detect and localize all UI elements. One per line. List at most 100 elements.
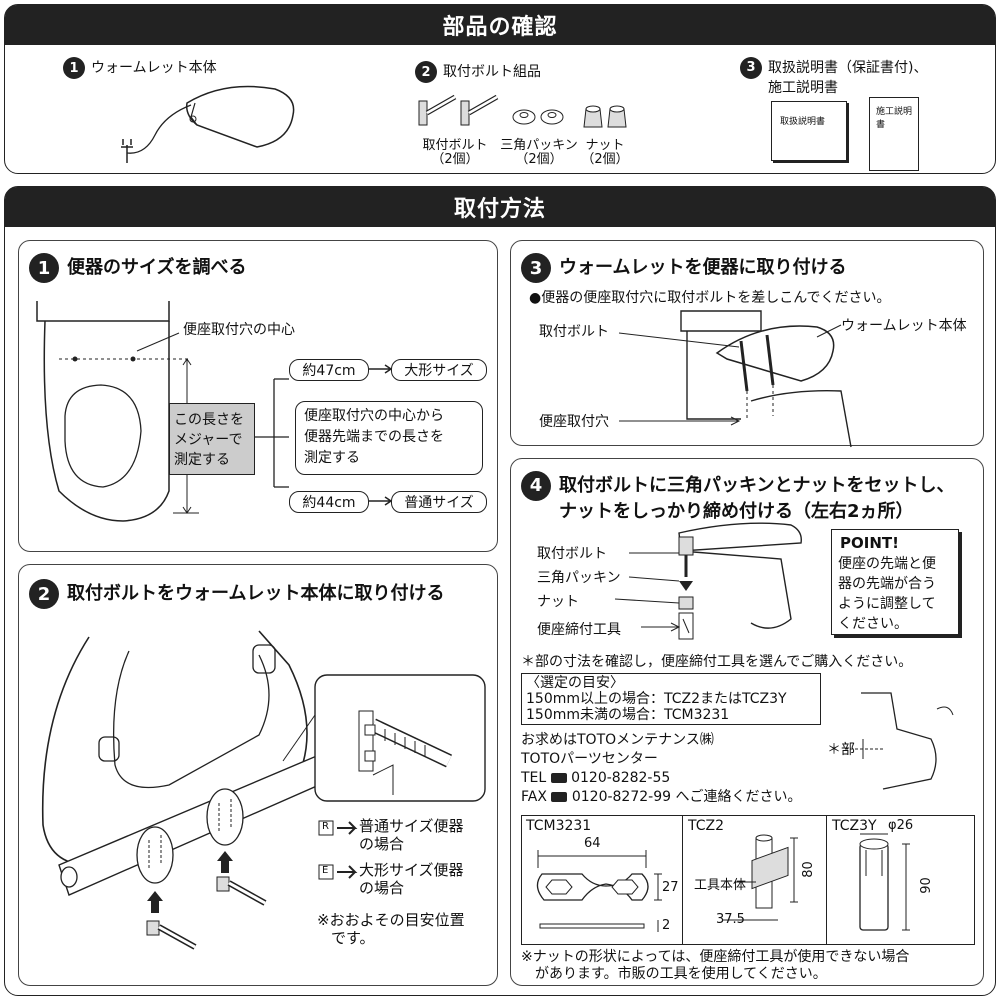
step3-title: 3 ウォームレットを便器に取り付ける — [521, 253, 846, 283]
tool1-dim-t: 2 — [662, 918, 671, 933]
normal-value-pill: 約44cm — [289, 491, 369, 513]
measure-explain-line3: 測定する — [304, 450, 360, 466]
tool3-drawing — [859, 833, 910, 931]
step1-panel: 1 便器のサイズを調べる 便座取付穴の中心 この長さを メジャーで 測定する 約4… — [18, 240, 498, 552]
manual-booklet-2: 施工説明書 — [869, 97, 919, 171]
contact-company: お求めはTOTOメンテナンス㈱ — [521, 732, 714, 748]
step4-footnote-line2: があります。市販の工具を使用してください。 — [535, 966, 827, 982]
step2-note-line2: です。 — [331, 929, 375, 947]
r-mark: R — [322, 821, 329, 832]
measure-explain: 便座取付穴の中心から 便器先端までの長さを 測定する — [295, 401, 483, 475]
step3-number: 3 — [521, 253, 551, 283]
bolt-caption-line2: （2個） — [431, 152, 479, 167]
contact-center: TOTOパーツセンター — [521, 751, 658, 767]
point-text-line4: ください。 — [838, 616, 908, 632]
e-mark: E — [322, 865, 329, 876]
tel-label: TEL — [521, 770, 547, 786]
nut-caption: ナット （2個） — [575, 139, 635, 167]
step4-bolt-label: 取付ボルト — [537, 546, 607, 562]
measure-box-line3: 測定する — [174, 452, 230, 468]
part-item-3-line1: 取扱説明書（保証書付)、 — [768, 60, 928, 76]
r-text: 普通サイズ便器 の場合 — [359, 817, 464, 853]
tool2-dim-h: 80 — [800, 861, 816, 878]
guide-box: 〈選定の目安〉 150mm以上の場合：TCZ2またはTCZ3Y 150mm未満の… — [521, 673, 821, 725]
freedial-icon — [550, 773, 567, 783]
step1-number: 1 — [29, 253, 59, 283]
step2-note-line1: ※おおよその目安位置 — [317, 911, 465, 929]
point-box: POINT! 便座の先端と便 器の先端が合う ように調整して ください。 — [831, 529, 959, 635]
tool2-name: TCZ2 — [688, 818, 725, 834]
tool3-dim-h: 90 — [918, 877, 934, 894]
part-item-2-label: 取付ボルト組品 — [443, 64, 541, 80]
part-item-3-line2: 施工説明書 — [768, 80, 838, 96]
bolt-caption-line1: 取付ボルト — [422, 138, 488, 153]
fax-number: 0120-8272-99 — [571, 789, 672, 805]
star-note: ＊部の寸法を確認し，便座締付工具を選んでご購入ください。 — [521, 654, 913, 670]
step4-packing-label: 三角パッキン — [537, 570, 621, 586]
packing-caption-line1: 三角パッキン — [500, 138, 578, 153]
step3-hole-label: 便座取付穴 — [539, 414, 609, 430]
e-text: 大形サイズ便器 の場合 — [359, 861, 464, 897]
bolt-caption: 取付ボルト （2個） — [415, 139, 495, 167]
star-part-label: ＊部 — [827, 742, 855, 758]
tools-table: TCM3231 TCZ2 TCZ3Y 64 27 2 工具本体 — [521, 815, 975, 945]
guide-line1: 150mm以上の場合：TCZ2またはTCZ3Y — [526, 691, 787, 707]
step4-nut-label: ナット — [537, 594, 579, 610]
step4-footnote: ※ナットの形状によっては、便座締付工具が使用できない場合 があります。市販の工具… — [521, 949, 909, 983]
step4-title-line2: ナットをしっかり締め付ける（左右2ヵ所） — [559, 501, 914, 522]
measure-box: この長さを メジャーで 測定する — [169, 403, 255, 475]
normal-size-pill: 普通サイズ — [391, 491, 487, 513]
point-text-line2: 器の先端が合う — [838, 576, 936, 592]
part-item-2: 2 取付ボルト組品 — [415, 61, 541, 83]
manual-booklet-1-label: 取扱説明書 — [780, 117, 826, 127]
number-badge-3: 3 — [740, 57, 762, 79]
tool3-dim-d: φ26 — [888, 818, 914, 833]
guide-line2: 150mm未満の場合：TCM3231 — [526, 707, 730, 723]
packing-icon — [512, 109, 564, 125]
e-text-line2: の場合 — [359, 879, 405, 897]
step3-body-label: ウォームレット本体 — [841, 318, 967, 334]
toilet-side-icon — [618, 310, 852, 448]
fax-line: FAX 0120-8272-99 へご連絡ください。 — [521, 788, 801, 807]
nut-icon — [583, 105, 627, 128]
step1-title: 1 便器のサイズを調べる — [29, 253, 246, 283]
packing-caption-line2: （2個） — [515, 152, 563, 167]
point-title: POINT! — [838, 533, 901, 553]
manual-booklet-2-label: 施工説明書 — [876, 107, 913, 130]
r-text-line1: 普通サイズ便器 — [359, 817, 464, 835]
measure-box-line2: メジャーで — [174, 432, 243, 448]
step4-footnote-line1: ※ナットの形状によっては、便座締付工具が使用できない場合 — [521, 949, 910, 965]
method-title: 取付方法 — [5, 187, 995, 227]
manual-booklet-1: 取扱説明書 — [771, 101, 847, 161]
toilet-seat-top-icon — [36, 301, 393, 522]
e-text-line1: 大形サイズ便器 — [359, 861, 464, 879]
warmlet-body-icon — [121, 85, 295, 163]
tel-number: 0120-8282-55 — [571, 770, 671, 786]
step1-title-text: 便器のサイズを調べる — [67, 257, 247, 278]
fax-label: FAX — [521, 789, 547, 805]
part-item-3: 3 取扱説明書（保証書付)、 施工説明書 — [740, 57, 927, 97]
nut-caption-line2: （2個） — [581, 152, 629, 167]
tool2-dim-w: 37.5 — [716, 912, 745, 927]
step4-tool-label: 便座締付工具 — [537, 622, 621, 638]
tool2-body-label: 工具本体 — [694, 878, 747, 893]
number-badge-2: 2 — [415, 61, 437, 83]
parts-title: 部品の確認 — [5, 5, 995, 45]
tel-line: TEL 0120-8282-55 — [521, 769, 801, 788]
freedial-icon — [551, 792, 568, 802]
point-text-line3: ように調整して — [838, 596, 936, 612]
hole-center-label: 便座取付穴の中心 — [183, 322, 295, 338]
fax-suffix: へご連絡ください。 — [675, 789, 802, 805]
nut-caption-line1: ナット — [585, 138, 625, 153]
point-text-line1: 便座の先端と便 — [838, 556, 936, 572]
step2-title-text: 取付ボルトをウォームレット本体に取り付ける — [67, 583, 445, 604]
tool1-drawing — [536, 850, 662, 932]
step3-title-text: ウォームレットを便器に取り付ける — [559, 257, 847, 278]
bolt-icon — [418, 94, 499, 126]
